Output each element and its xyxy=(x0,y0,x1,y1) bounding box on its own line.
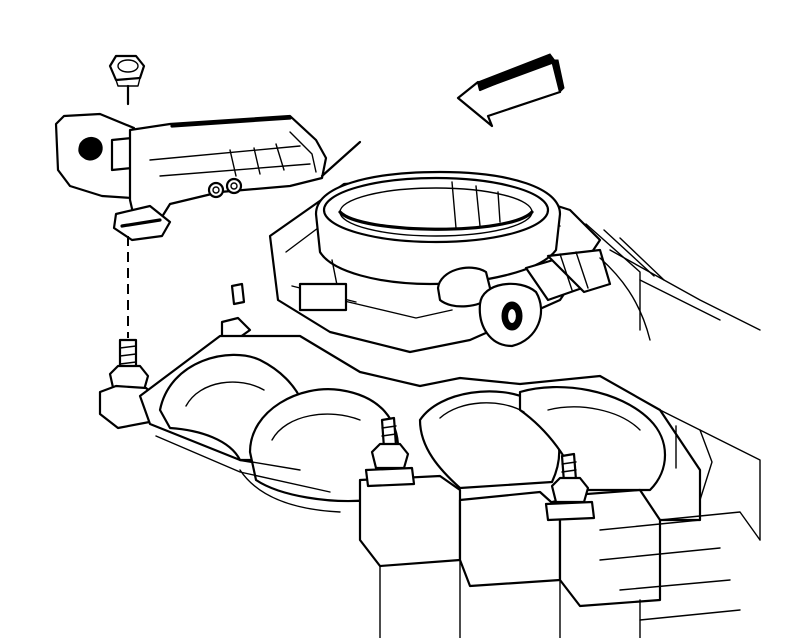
mounting-bracket xyxy=(54,112,362,242)
throttle-body xyxy=(220,170,665,354)
direction-arrow xyxy=(456,53,565,128)
engine-block-lines xyxy=(239,249,761,541)
intake-manifold xyxy=(138,334,761,638)
manifold-stud-left xyxy=(364,416,416,488)
manifold-stud-right xyxy=(544,452,596,522)
hex-nut xyxy=(108,54,146,106)
